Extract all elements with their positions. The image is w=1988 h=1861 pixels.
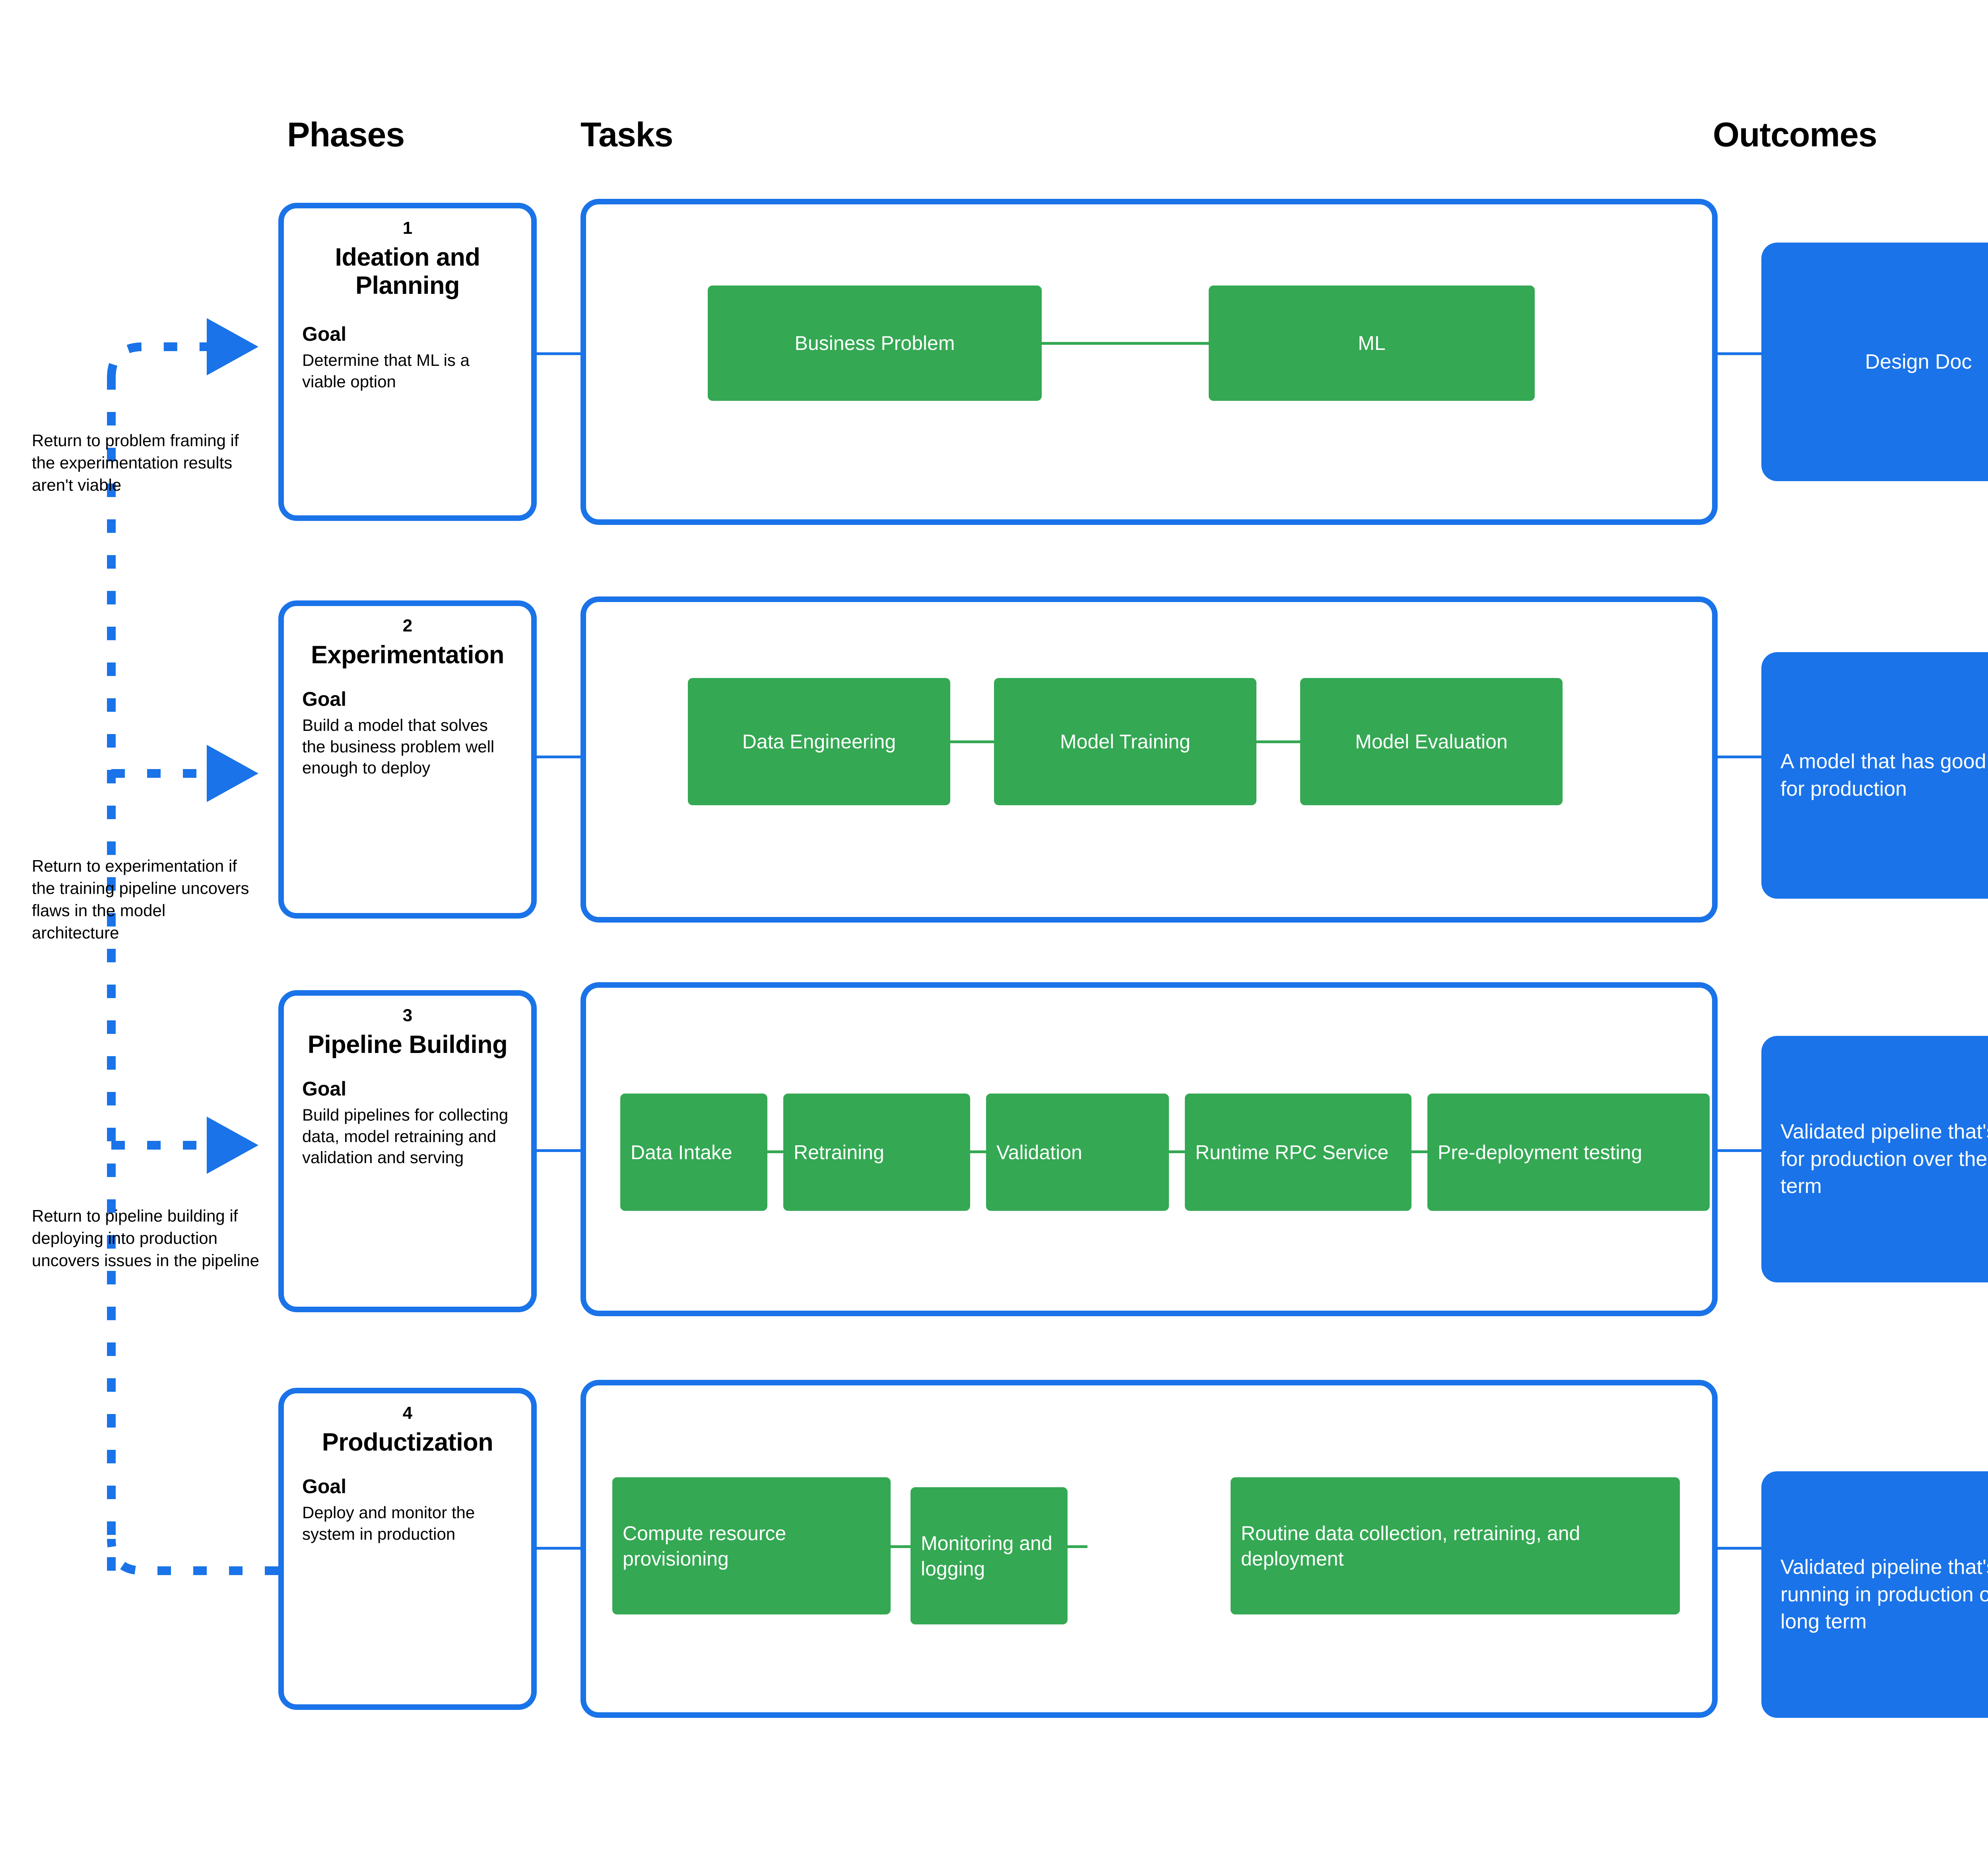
task-box[interactable]: Data Engineering <box>688 678 950 805</box>
task-link <box>1411 1150 1427 1153</box>
task-link <box>970 1150 986 1153</box>
return-arrowhead-phase3 <box>207 1117 258 1174</box>
task-box[interactable]: Routine data collection, retraining, and… <box>1231 1477 1680 1614</box>
phase-card-4[interactable]: 4 Productization Goal Deploy and monitor… <box>278 1388 537 1710</box>
link-phase1-to-tasks1 <box>537 352 580 355</box>
link-phase4-to-tasks4 <box>537 1547 580 1550</box>
phase-card-1[interactable]: 1 Ideation and Planning Goal Determine t… <box>278 203 537 521</box>
link-tasks1-to-outcome1 <box>1718 352 1761 355</box>
return-arrow-to-phase1 <box>107 342 207 378</box>
task-box[interactable]: Model Evaluation <box>1300 678 1563 805</box>
phase-title: Productization <box>322 1428 493 1457</box>
phase-title: Ideation and Planning <box>335 243 480 299</box>
task-link <box>1042 342 1209 345</box>
goal-text: Deploy and monitor the system in product… <box>302 1503 475 1543</box>
task-link <box>950 740 994 743</box>
task-box[interactable]: ML <box>1209 286 1535 401</box>
goal-label: Goal <box>302 323 347 346</box>
task-box[interactable]: Validation <box>986 1094 1169 1211</box>
column-header-outcomes: Outcomes <box>1713 116 1877 154</box>
phase-card-2[interactable]: 2 Experimentation Goal Build a model tha… <box>278 600 537 919</box>
phase-title: Experimentation <box>311 641 505 669</box>
phase-number: 3 <box>402 1006 413 1025</box>
task-link <box>767 1150 783 1153</box>
task-link <box>1169 1150 1185 1153</box>
task-box[interactable]: Retraining <box>783 1094 970 1211</box>
column-header-phases: Phases <box>287 116 405 154</box>
return-note-experimentation: Return to experimentation if the trainin… <box>32 857 249 942</box>
link-tasks3-to-outcome3 <box>1718 1149 1761 1152</box>
phase-number: 4 <box>402 1403 413 1423</box>
task-box[interactable]: Model Training <box>994 678 1256 805</box>
return-source-phase4 <box>107 1539 278 1575</box>
goal-text: Determine that ML is a viable option <box>302 351 470 391</box>
goal-label: Goal <box>302 1475 347 1498</box>
goal-text: Build a model that solves the business p… <box>302 715 495 777</box>
return-note-pipeline-building: Return to pipeline building if deploying… <box>32 1206 260 1270</box>
phase-card-3[interactable]: 3 Pipeline Building Goal Build pipelines… <box>278 990 537 1312</box>
task-box[interactable]: Business Problem <box>708 286 1042 401</box>
goal-text: Build pipelines for collecting data, mod… <box>302 1105 509 1167</box>
phase-title: Pipeline Building <box>307 1031 508 1059</box>
task-box[interactable]: Compute resource provisioning <box>612 1477 891 1614</box>
goal-label: Goal <box>302 688 347 710</box>
task-box[interactable]: Runtime RPC Service <box>1185 1094 1411 1211</box>
task-box[interactable]: Data Intake <box>620 1094 767 1211</box>
phase-number: 1 <box>402 218 413 238</box>
outcome-box[interactable]: A model that has good quality for produc… <box>1761 652 1988 899</box>
outcome-box[interactable]: Design Doc <box>1761 243 1988 481</box>
link-tasks2-to-outcome2 <box>1718 756 1761 758</box>
link-tasks4-to-outcome4 <box>1718 1547 1761 1550</box>
return-arrowhead-phase2 <box>207 745 258 802</box>
task-link <box>1068 1545 1087 1548</box>
return-arrowhead-phase1 <box>207 318 258 375</box>
goal-label: Goal <box>302 1077 347 1100</box>
return-note-problem-framing: Return to problem framing if the experim… <box>32 431 239 494</box>
task-box[interactable]: Pre-deployment testing <box>1427 1094 1710 1211</box>
task-box[interactable]: Monitoring and logging <box>911 1487 1068 1624</box>
outcome-box[interactable]: Validated pipeline that's running in pro… <box>1761 1471 1988 1718</box>
column-header-tasks: Tasks <box>580 116 673 154</box>
phase-number: 2 <box>402 616 413 635</box>
task-link <box>891 1545 911 1548</box>
outcome-box[interactable]: Validated pipeline that's ready for prod… <box>1761 1036 1988 1282</box>
tasks-panel-3 <box>580 982 1718 1316</box>
link-phase2-to-tasks2 <box>537 756 580 758</box>
task-link <box>1256 740 1300 743</box>
link-phase3-to-tasks3 <box>537 1149 580 1152</box>
